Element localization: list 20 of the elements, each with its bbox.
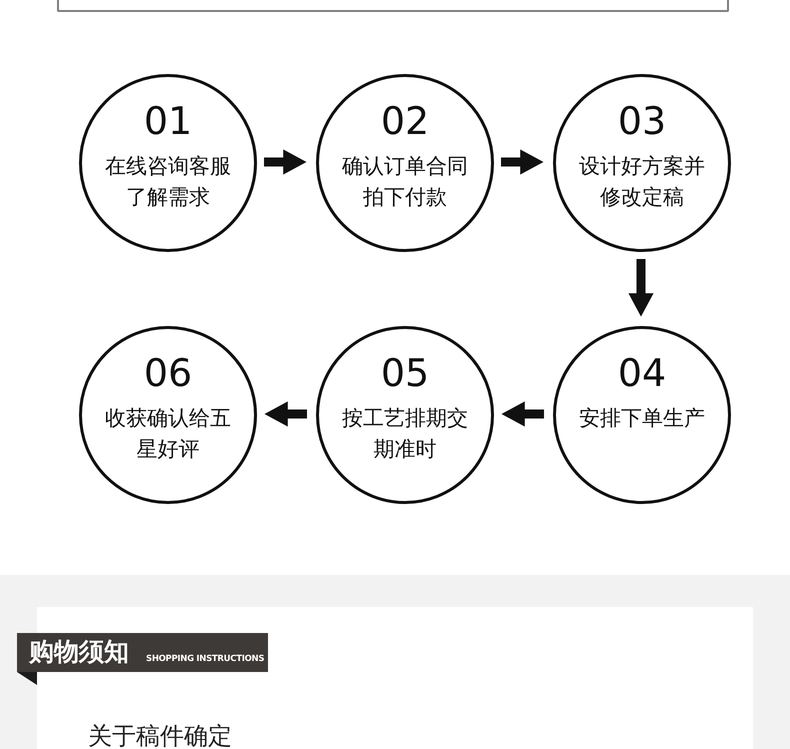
step-text: 确认订单合同拍下付款 — [341, 153, 469, 211]
step-text: 设计好方案并修改定稿 — [578, 153, 706, 211]
arrow — [501, 149, 544, 175]
banner-subtitle: SHOPPING INSTRUCTIONS — [146, 653, 264, 665]
step-number: 04 — [616, 351, 668, 395]
step-text: 按工艺排期交期准时 — [341, 405, 469, 463]
step-text: 收获确认给五星好评 — [104, 405, 232, 463]
step-number: 01 — [142, 99, 194, 143]
arrow — [501, 401, 544, 427]
arrow — [264, 401, 307, 427]
step-number: 06 — [142, 351, 194, 395]
banner-title: 购物须知 — [29, 637, 129, 667]
step-text: 安排下单生产 — [578, 405, 706, 432]
section-heading: 关于稿件确定 — [88, 722, 232, 749]
step-number: 03 — [616, 99, 668, 143]
step-number: 05 — [380, 351, 430, 395]
arrow — [628, 259, 654, 317]
arrow — [264, 149, 307, 175]
step-number: 02 — [380, 99, 430, 143]
step-text: 在线咨询客服了解需求 — [104, 153, 232, 211]
